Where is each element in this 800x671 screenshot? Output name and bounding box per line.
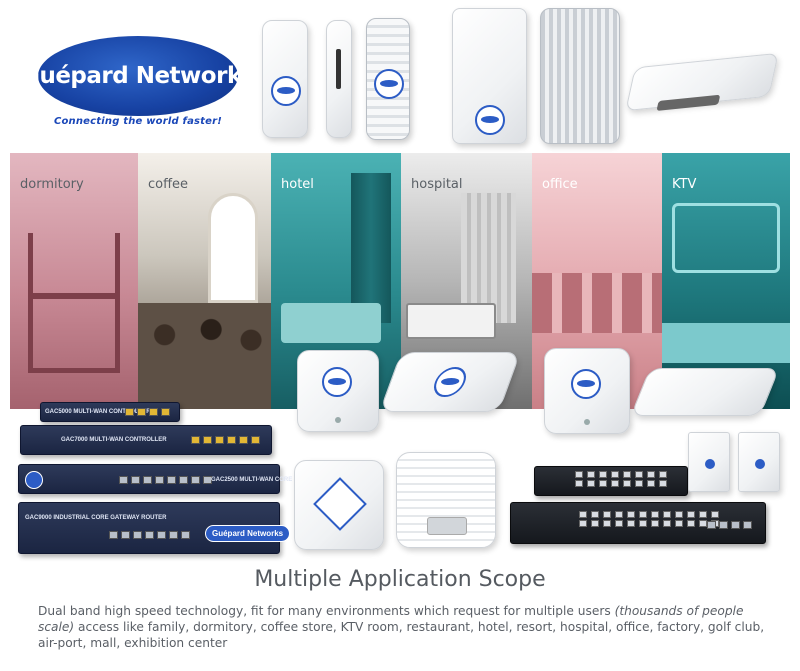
bunk-bed-rail — [28, 293, 120, 299]
brand-badge-icon — [25, 471, 43, 489]
scene-label: hotel — [281, 177, 314, 192]
outdoor-ap-angled — [625, 52, 779, 112]
poe-switch-small — [534, 466, 688, 496]
led-strip — [336, 49, 341, 89]
ceiling-ap-1 — [297, 350, 379, 432]
scene-ktv: KTV — [662, 153, 790, 409]
poe-switch-large — [510, 502, 766, 544]
scene-dormitory: dormitory — [10, 153, 138, 409]
logo-ellipse: Guépard Networks — [21, 36, 255, 116]
wall-panel-ap-2 — [738, 432, 780, 492]
connector-ports — [656, 94, 721, 111]
privacy-curtain — [461, 193, 516, 323]
brand-badge-icon — [271, 76, 301, 106]
logo-tagline: Connecting the world faster! — [53, 116, 223, 127]
mount-plate — [427, 517, 467, 535]
wall-ap-back — [396, 452, 496, 548]
outdoor-cpe-front — [262, 20, 308, 138]
logo-name: Guépard Networks — [21, 63, 255, 89]
office-desks — [532, 273, 662, 333]
unit-label: GAC2500 MULTI-WAN CORE ROUTER — [211, 477, 320, 483]
scene-label: dormitory — [20, 177, 84, 192]
scene-label: coffee — [148, 177, 189, 192]
brand-badge-icon — [571, 369, 601, 399]
brand-badge-icon — [429, 367, 471, 397]
brand-logo: Guépard Networks Connecting the world fa… — [21, 36, 255, 132]
scene-label: KTV — [672, 177, 697, 192]
scene-coffee: coffee — [138, 153, 271, 409]
brand-badge-icon — [322, 367, 352, 397]
ethernet-ports — [119, 476, 212, 484]
switch-ports — [579, 511, 721, 527]
panel-antenna-front — [452, 8, 527, 144]
scene-label: hospital — [411, 177, 463, 192]
controller-unit-2: GAC7000 MULTI-WAN CONTROLLER — [20, 425, 272, 455]
core-router-unit: GAC2500 MULTI-WAN CORE ROUTER — [18, 464, 319, 494]
scene-label: office — [542, 177, 578, 192]
ceiling-ap-2 — [379, 352, 521, 412]
bunk-bed-frame — [28, 233, 120, 373]
wifi-icon — [705, 459, 715, 469]
brand-badge-icon — [374, 69, 404, 99]
ktv-ceiling — [672, 203, 780, 273]
gateway-brand-badge: Guépard Networks — [205, 525, 291, 542]
ethernet-ports — [191, 436, 260, 444]
status-led — [335, 417, 341, 423]
status-led — [584, 419, 590, 425]
ceiling-ap-4 — [630, 368, 780, 416]
gateway-router-unit: GAC9000 INDUSTRIAL CORE GATEWAY ROUTER G… — [18, 502, 291, 554]
hospital-bed — [406, 303, 496, 339]
unit-label: GAC7000 MULTI-WAN CONTROLLER — [61, 437, 167, 443]
outdoor-cpe-back — [366, 18, 410, 140]
switch-ports — [575, 471, 669, 487]
crowd-silhouettes — [138, 303, 271, 409]
sfp-ports — [707, 521, 752, 529]
ethernet-ports — [125, 408, 170, 416]
outdoor-cpe-side — [326, 20, 352, 138]
brand-diamond-icon — [313, 477, 367, 531]
panel-antenna-back — [540, 8, 620, 144]
page-heading: Multiple Application Scope — [254, 567, 546, 592]
curtain — [351, 173, 391, 323]
controller-unit-1: GAC5000 MULTI-WAN CONTROLLER — [40, 402, 180, 422]
brand-badge-icon — [475, 105, 505, 135]
ktv-sofa — [662, 323, 790, 363]
wall-ap-front — [294, 460, 384, 550]
wifi-icon — [755, 459, 765, 469]
wall-panel-ap-1 — [688, 432, 730, 492]
hotel-bed — [281, 303, 381, 343]
description-italic: (thousands of people scale) — [38, 604, 744, 634]
description-part-1: Dual band high speed technology, fit for… — [38, 604, 615, 618]
unit-label: GAC9000 INDUSTRIAL CORE GATEWAY ROUTER — [25, 515, 167, 521]
ethernet-ports — [109, 531, 190, 539]
ceiling-ap-3 — [544, 348, 630, 434]
unit-label: GAC5000 MULTI-WAN CONTROLLER — [45, 409, 151, 415]
arched-window — [208, 193, 258, 303]
description-part-2: access like family, dormitory, coffee st… — [38, 620, 765, 650]
description-text: Dual band high speed technology, fit for… — [38, 603, 768, 651]
